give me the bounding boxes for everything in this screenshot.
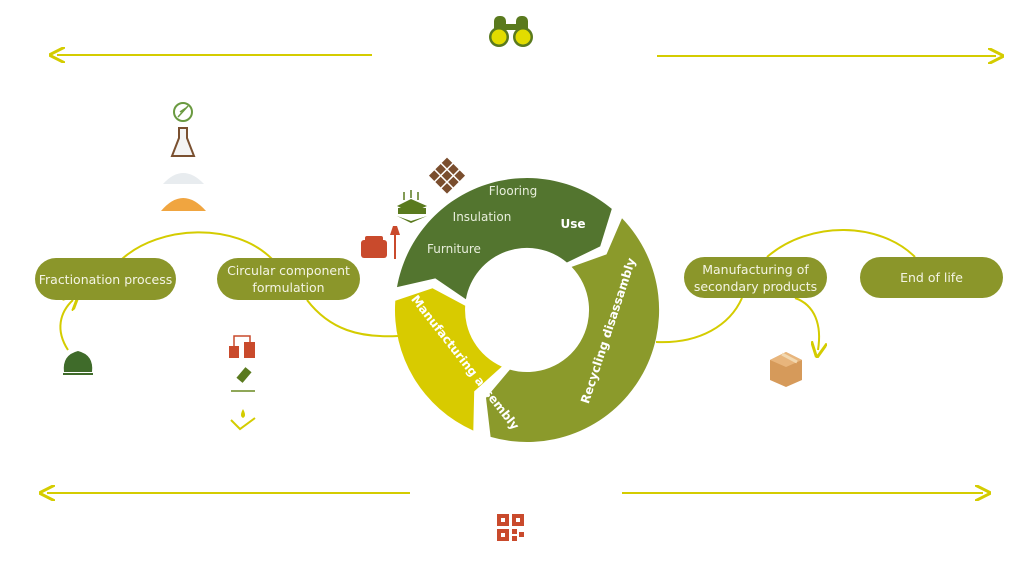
connector-fractionation-circular — [121, 231, 273, 260]
insulation-panel-icon — [397, 190, 427, 223]
step-label-line2: secondary products — [693, 278, 818, 294]
refinery-icon — [229, 335, 255, 358]
recycling-segment — [486, 218, 660, 443]
step-label: End of life — [900, 270, 963, 285]
cycle-ring — [394, 178, 660, 443]
flask-icon — [170, 127, 196, 157]
binoculars-icon — [489, 16, 533, 47]
step-circular-component-formulation: Circular component formulation — [217, 258, 360, 300]
fiber-icon — [173, 102, 193, 122]
manufacturing-segment — [394, 288, 502, 431]
armchair-lamp-icon — [361, 226, 400, 259]
use-item-furniture: Furniture — [427, 242, 481, 256]
drop-recycle-icon — [230, 409, 256, 431]
step-fractionation-process: Fractionation process — [35, 258, 176, 300]
qr-code-icon — [497, 514, 524, 541]
orange-powder-icon — [161, 198, 206, 211]
step-end-of-life: End of life — [860, 257, 1003, 298]
glue-bottle-icon — [231, 367, 255, 392]
use-segment — [397, 178, 612, 300]
step-label: Fractionation process — [38, 271, 173, 287]
use-item-insulation: Insulation — [453, 210, 512, 224]
connector-secondary-endoflife — [766, 229, 916, 258]
connector-secondary-box — [794, 297, 819, 350]
use-item-flooring: Flooring — [489, 184, 537, 198]
connector-circular-ring — [306, 299, 399, 338]
white-powder-icon — [163, 173, 204, 184]
step-label-line1: Manufacturing of — [702, 261, 809, 277]
step-label-line2: formulation — [252, 280, 325, 295]
floor-tiles-icon — [428, 157, 466, 194]
connector-plant-fractionation — [59, 300, 73, 351]
connector-ring-secondary — [655, 297, 743, 344]
step-label-line1: Circular component — [227, 263, 350, 278]
cardboard-box-icon — [770, 352, 802, 387]
plant-icon — [63, 351, 93, 375]
use-label: Use — [560, 217, 585, 231]
